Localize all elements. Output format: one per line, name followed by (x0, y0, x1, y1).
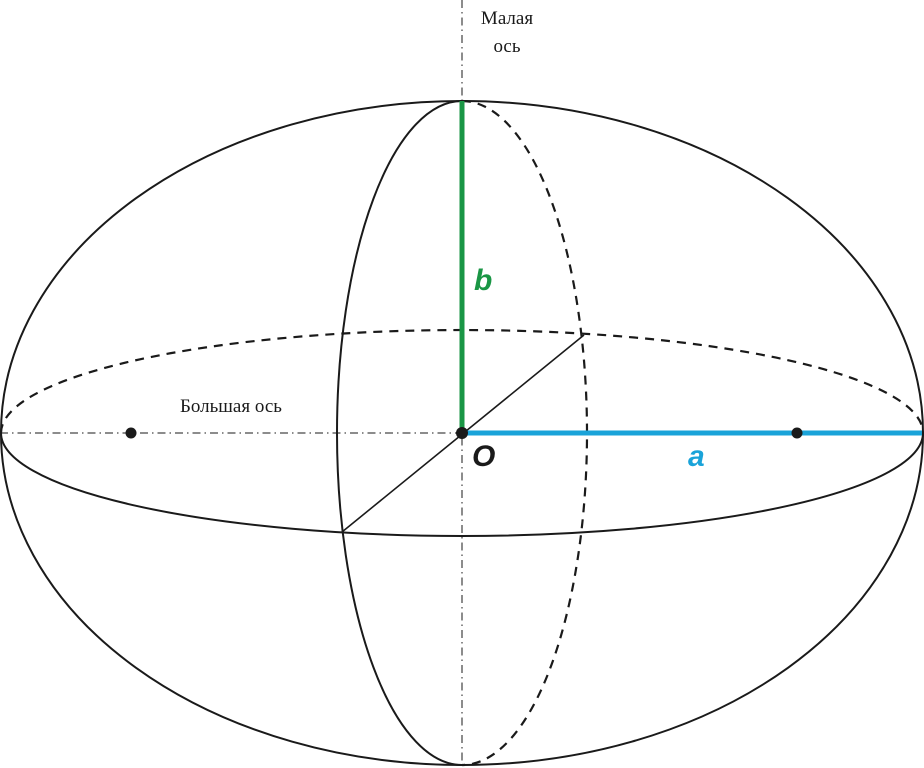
minor-axis-label-line1: Малая (481, 8, 533, 29)
focus-right (791, 427, 803, 439)
center-point (456, 427, 468, 439)
major-axis-label: Большая ось (180, 396, 282, 417)
minor-axis-label-line2: ось (493, 36, 520, 57)
meridian-back-dashed (461, 99, 589, 767)
equator-front (0, 432, 924, 537)
meridian-front (336, 100, 463, 766)
focus-left (125, 427, 137, 439)
semi-minor-label: b (474, 264, 492, 297)
center-label: O (472, 440, 495, 473)
semi-major-label: a (688, 440, 705, 473)
